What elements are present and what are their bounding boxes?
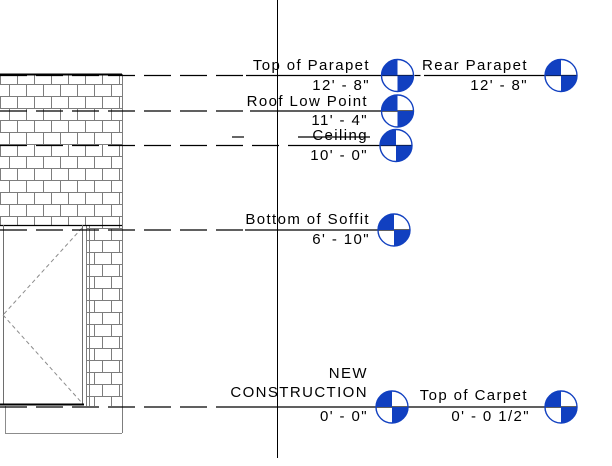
level-elevation-bottom-of-soffit[interactable]: 6' - 10" xyxy=(312,231,370,248)
level-elevation-top-of-parapet[interactable]: 12' - 8" xyxy=(312,77,370,94)
door-swing-indicator[interactable] xyxy=(2,227,83,404)
level-label-roof-low-point[interactable]: Roof Low Point xyxy=(246,93,368,110)
level-elevation-new-construction[interactable]: 0' - 0" xyxy=(319,408,368,425)
level-bubble-rear-parapet[interactable] xyxy=(544,58,578,93)
level-label-new-construction-line1: NEW xyxy=(328,365,368,382)
level-label-rear-parapet[interactable]: Rear Parapet xyxy=(421,57,528,74)
level-bubble-ceiling[interactable] xyxy=(379,128,413,163)
brick-wall-upper[interactable] xyxy=(0,74,122,225)
level-bubble-roof-low-point[interactable] xyxy=(380,94,415,128)
level-bubble-bottom-of-soffit[interactable] xyxy=(377,213,411,247)
level-elevation-top-of-carpet[interactable]: 0' - 0 1/2" xyxy=(451,408,530,425)
level-elevation-ceiling[interactable]: 10' - 0" xyxy=(310,147,368,164)
level-label-new-construction[interactable]: NEW CONSTRUCTION xyxy=(230,364,368,402)
brick-pier[interactable] xyxy=(86,225,122,406)
level-elevation-rear-parapet[interactable]: 12' - 8" xyxy=(470,77,528,94)
level-label-bottom-of-soffit[interactable]: Bottom of Soffit xyxy=(245,211,370,228)
level-bubble-top-of-parapet[interactable] xyxy=(380,58,415,93)
level-label-new-construction-line2: CONSTRUCTION xyxy=(230,384,368,401)
level-label-ceiling[interactable]: Ceiling xyxy=(312,127,368,144)
level-bubble-new-construction[interactable] xyxy=(375,390,409,424)
level-label-top-of-carpet[interactable]: Top of Carpet xyxy=(419,387,528,404)
level-elevation-roof-low-point[interactable]: 11' - 4" xyxy=(311,112,368,129)
level-label-top-of-parapet[interactable]: Top of Parapet xyxy=(252,57,370,74)
level-bubble-top-of-carpet[interactable] xyxy=(544,390,578,424)
level-lines xyxy=(0,74,578,408)
